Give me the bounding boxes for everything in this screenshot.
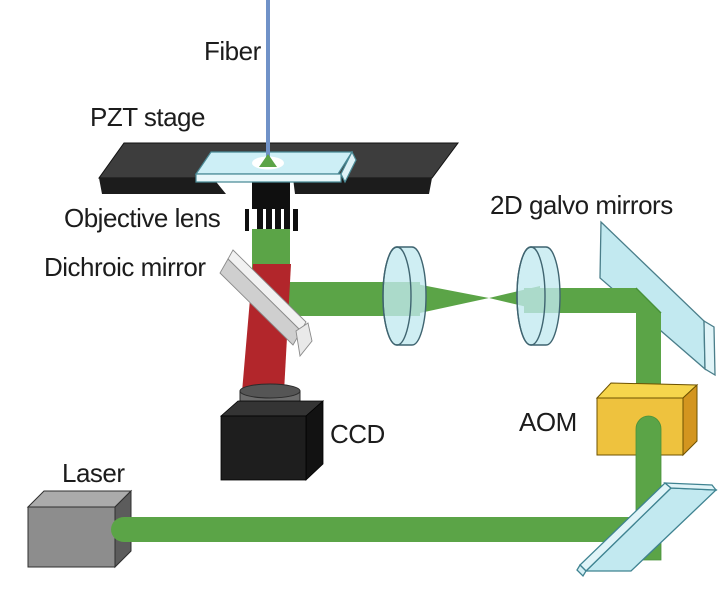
- label-aom: AOM: [519, 407, 577, 437]
- galvo-mirror-shape: [599, 220, 716, 377]
- fiber-tip-cone: [259, 154, 277, 167]
- label-pzt-stage: PZT stage: [90, 102, 205, 132]
- dichroic-mirror-shape: [219, 249, 313, 358]
- beam-laser-horizontal: [111, 517, 657, 542]
- beam-converging: [406, 282, 489, 316]
- label-fiber: Fiber: [204, 36, 261, 66]
- ccd-camera-shape: [219, 383, 325, 481]
- relay-lens-1: [382, 246, 427, 346]
- label-dichroic-mirror: Dichroic mirror: [44, 252, 206, 282]
- relay-lens-2: [516, 246, 561, 346]
- label-galvo-mirrors: 2D galvo mirrors: [490, 190, 673, 220]
- label-ccd: CCD: [330, 419, 385, 449]
- label-objective-lens: Objective lens: [64, 203, 221, 233]
- label-laser: Laser: [62, 458, 125, 488]
- laser-box-shape: [26, 489, 133, 569]
- objective-lens-shape: [242, 176, 299, 231]
- fiber-line: [266, 0, 270, 162]
- beam-crease: [635, 287, 662, 314]
- steering-mirror-shape: [576, 482, 718, 578]
